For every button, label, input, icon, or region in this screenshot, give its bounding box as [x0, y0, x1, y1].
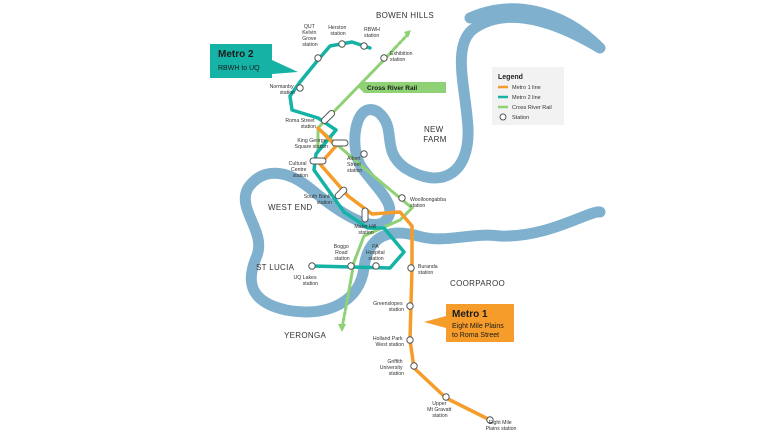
- metro-1-callout-box: [424, 304, 514, 342]
- station-woolloongabba[interactable]: [398, 194, 406, 202]
- label-griffith: Griffith University station: [380, 359, 404, 377]
- label-cultural-centre: Cultural Centre station: [289, 161, 308, 179]
- legend-item-metro-1: Metro 1 line: [512, 85, 541, 91]
- station-exhibition[interactable]: [380, 54, 388, 62]
- metro-1-callout-subtitle-1: Eight Mile Plains: [452, 323, 504, 330]
- label-roma-street: Roma Street station: [285, 118, 316, 130]
- label-rbwh: RBWH station: [364, 27, 381, 39]
- station-holland-park[interactable]: [406, 336, 414, 344]
- label-pa-hospital: PA Hospital station: [366, 244, 386, 262]
- metro-2-line: [288, 40, 406, 270]
- area-new-farm: NEW FARM: [423, 125, 446, 144]
- label-albert-street: Albert Street station: [347, 156, 362, 174]
- station-greenslopes[interactable]: [406, 302, 414, 310]
- legend-title: Legend: [498, 74, 523, 81]
- station-herston[interactable]: [338, 40, 346, 48]
- station-cultural-centre[interactable]: [309, 157, 327, 165]
- stations: [296, 40, 494, 424]
- area-st-lucia: ST LUCIA: [256, 263, 295, 272]
- metro-2-callout-box: [210, 44, 298, 78]
- station-pa-hospital[interactable]: [372, 262, 380, 270]
- legend-item-station: Station: [512, 115, 529, 121]
- area-west-end: WEST END: [268, 203, 312, 212]
- label-woolloongabba: Woolloongabba station: [410, 197, 447, 209]
- label-boggo-road: Boggo Road station: [334, 244, 350, 262]
- station-king-george[interactable]: [331, 139, 349, 147]
- station-eight-mile-plains[interactable]: [486, 416, 494, 424]
- station-upper-mt-gravatt[interactable]: [442, 393, 450, 401]
- label-eight-mile-plains: Eight Mile Plains station: [486, 420, 517, 432]
- label-upper-mt-gravatt: Upper Mt Gravatt station: [427, 401, 453, 419]
- cross-river-rail-callout-label: Cross River Rail: [367, 85, 417, 92]
- area-coorparoo: COORPAROO: [450, 279, 505, 288]
- label-herston: Herston station: [328, 25, 348, 37]
- station-roma-street[interactable]: [320, 109, 336, 125]
- cross-river-rail-line: [316, 30, 415, 332]
- area-yeronga: YERONGA: [284, 331, 326, 340]
- brisbane-river: [239, 3, 606, 318]
- station-griffith[interactable]: [410, 362, 418, 370]
- cross-river-rail-callout-box: [358, 82, 446, 93]
- label-mater-hill: Mater Hill station: [354, 224, 377, 236]
- station-normanby[interactable]: [296, 84, 304, 92]
- label-exhibition: Exhibition station: [390, 51, 414, 63]
- label-south-bank: South Bank station: [304, 194, 332, 206]
- label-holland-park: Holland Park West station: [373, 336, 404, 348]
- label-greenslopes: Greenslopes station: [373, 301, 404, 313]
- label-buranda: Buranda station: [418, 264, 439, 276]
- legend: Legend Metro 1 line Metro 2 line Cross R…: [492, 67, 564, 125]
- metro-1-callout: Metro 1 Eight Mile Plains to Roma Street: [424, 304, 514, 342]
- label-normanby: Normanby station: [270, 84, 295, 96]
- station-qut[interactable]: [314, 54, 322, 62]
- area-bowen-hills: BOWEN HILLS: [376, 11, 434, 20]
- metro-2-callout: Metro 2 RBWH to UQ: [210, 44, 298, 78]
- station-uq-lakes[interactable]: [308, 262, 316, 270]
- station-mater-hill[interactable]: [361, 207, 369, 223]
- cross-river-rail-callout: Cross River Rail: [358, 82, 446, 93]
- legend-swatch-station: [499, 113, 507, 121]
- metro-1-callout-title: Metro 1: [452, 309, 488, 320]
- station-buranda[interactable]: [407, 264, 415, 272]
- label-qut: QUT Kelvin Grove station: [302, 24, 318, 48]
- station-south-bank[interactable]: [334, 186, 348, 200]
- metro-2-callout-subtitle: RBWH to UQ: [218, 65, 260, 72]
- area-labels: BOWEN HILLS NEW FARM WEST END ST LUCIA C…: [256, 11, 505, 340]
- station-labels: QUT Kelvin Grove station Herston station…: [270, 24, 517, 432]
- metro-2-callout-title: Metro 2: [218, 49, 254, 60]
- station-albert-street[interactable]: [360, 150, 368, 158]
- label-king-george: King George Square station: [295, 138, 329, 150]
- legend-item-metro-2: Metro 2 line: [512, 95, 541, 101]
- label-uq-lakes: UQ Lakes station: [293, 275, 318, 287]
- station-rbwh[interactable]: [360, 42, 368, 50]
- station-boggo-road[interactable]: [347, 262, 355, 270]
- metro-1-callout-subtitle-2: to Roma Street: [452, 332, 499, 339]
- legend-item-cross-river-rail: Cross River Rail: [512, 105, 552, 111]
